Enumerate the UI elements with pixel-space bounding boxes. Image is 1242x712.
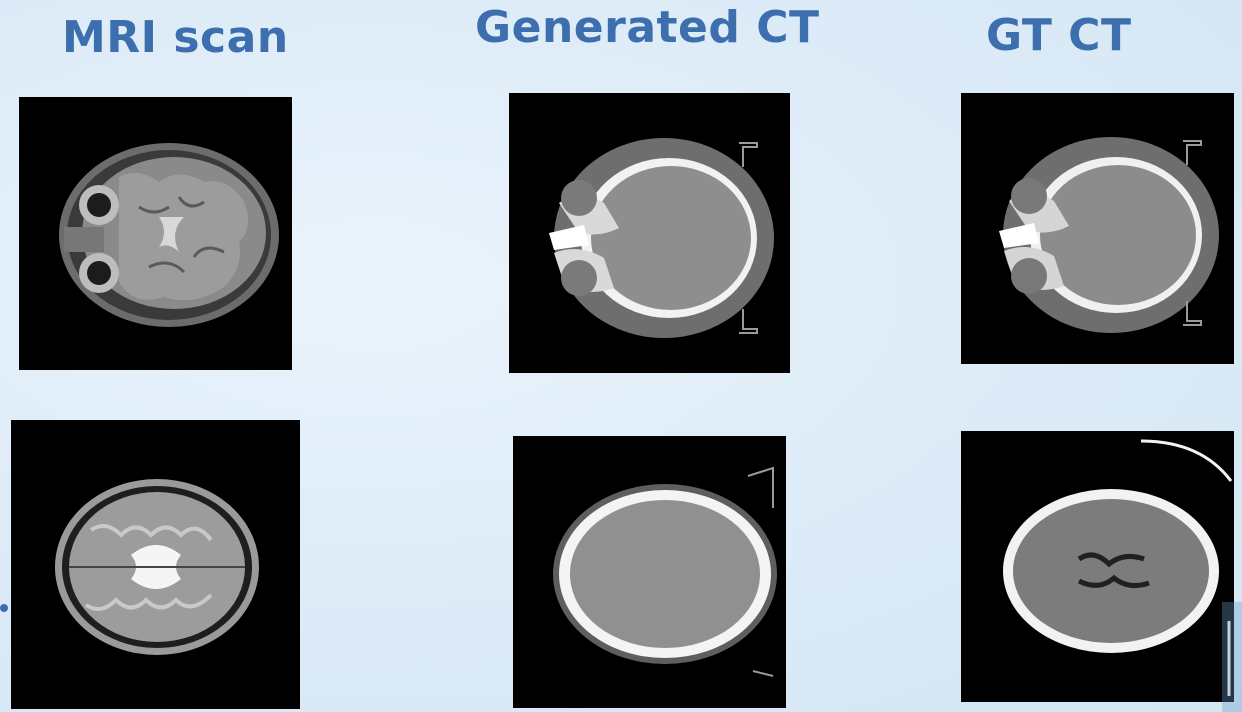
mri-scan-image-2 xyxy=(11,420,300,709)
decorative-dot xyxy=(0,604,8,612)
generated-ct-image-1 xyxy=(509,93,790,373)
mri-scan-image-1 xyxy=(19,97,292,370)
gt-ct-column-title: GT CT xyxy=(986,10,1132,61)
gt-ct-image-2 xyxy=(961,431,1234,702)
generated-ct-image-2 xyxy=(513,436,786,708)
gt-ct-image-1 xyxy=(961,93,1234,364)
decorative-corner xyxy=(1222,602,1242,712)
generated-ct-column-title: Generated CT xyxy=(475,2,820,53)
mri-column-title: MRI scan xyxy=(62,12,289,63)
